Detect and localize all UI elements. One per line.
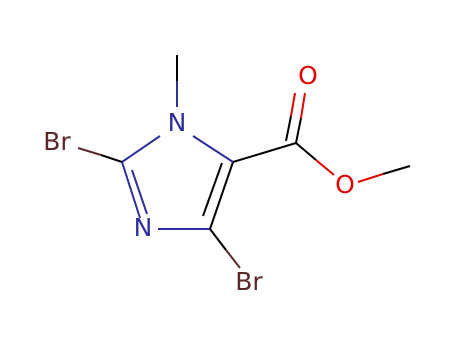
bond-c4-c5 (209, 161, 234, 230)
bond-oester-methyl-half (382, 165, 411, 175)
bond-c-o-double-a (295, 117, 302, 144)
bond-c4-br (209, 228, 227, 251)
bond-n1-c2 (121, 135, 161, 163)
bond-oester-methyl (357, 173, 384, 183)
atom-br-bottom: Br (235, 267, 263, 296)
bond-c2-br-half (77, 147, 102, 156)
bond-c2-n3 (121, 161, 141, 219)
bond-c-oester-half (315, 159, 335, 176)
atom-br-left: Br (43, 127, 71, 156)
bond-c4-br-half (225, 249, 241, 269)
atom-n3: N (134, 213, 153, 242)
bond-c-o-double-b (285, 115, 292, 142)
bond-c-oester (295, 142, 317, 161)
atom-n1: N (168, 108, 187, 137)
bond-c5-n1 (192, 135, 234, 163)
bond-c4-c5-inner (202, 162, 223, 217)
bond-c-o-double-a-half (300, 92, 306, 119)
bond-c-o-double-b-half (290, 92, 296, 117)
bond-c2-n3-inner (131, 169, 148, 215)
bond-c5-ccarbonyl (232, 142, 297, 163)
atom-o-carbonyl: O (298, 61, 318, 90)
bond-c2-br (100, 154, 123, 163)
atom-o-ester: O (335, 170, 355, 199)
